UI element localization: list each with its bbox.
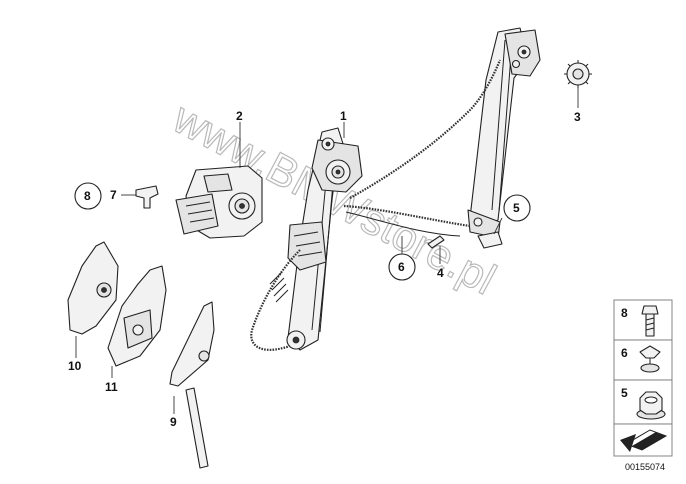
window-regulator-part-1[interactable] [250, 27, 541, 351]
callout-2: 2 [236, 109, 243, 123]
callout-8: 8 [84, 189, 91, 203]
callout-10: 10 [68, 359, 82, 373]
fastener-part-7[interactable] [135, 185, 159, 209]
direction-arrow-icon [620, 429, 668, 452]
callout-6: 6 [398, 260, 405, 274]
legend-number-8: 8 [621, 306, 628, 320]
callout-3: 3 [574, 110, 581, 124]
bolt-icon [641, 305, 659, 337]
callout-1: 1 [340, 109, 347, 123]
callout-6-circled: 6 [388, 253, 416, 281]
nut-icon [636, 391, 666, 420]
callout-5: 5 [513, 201, 520, 215]
legend-number-5: 5 [621, 386, 628, 400]
trim-cover-part-10[interactable] [67, 241, 119, 335]
sprocket-part-3[interactable] [564, 60, 592, 88]
callout-4: 4 [437, 266, 444, 280]
callout-9: 9 [170, 415, 177, 429]
bracket-part-11[interactable] [107, 265, 167, 367]
clip-icon [639, 345, 661, 373]
callout-5-circled: 5 [503, 194, 531, 222]
clip-near-part-5[interactable] [477, 231, 503, 249]
callout-7: 7 [110, 188, 117, 202]
window-motor-part-2[interactable] [175, 165, 263, 239]
document-id: 00155074 [625, 462, 665, 472]
window-guide-part-9[interactable] [169, 301, 215, 469]
callout-8-circled: 8 [74, 182, 102, 210]
callout-11: 11 [105, 380, 118, 394]
legend-panel: 8 6 5 [613, 299, 673, 457]
legend-number-6: 6 [621, 346, 628, 360]
pin-part-4[interactable] [427, 235, 445, 249]
